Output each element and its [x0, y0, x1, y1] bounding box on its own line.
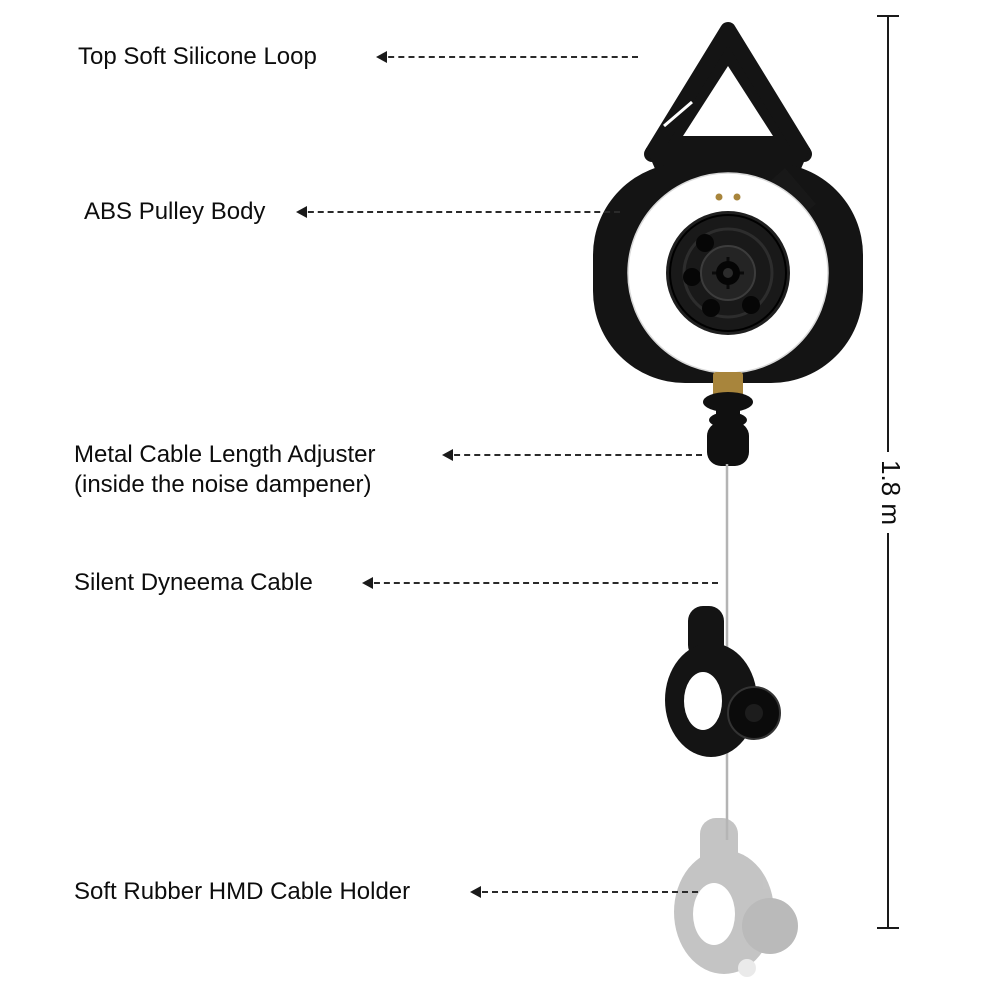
holder-knob-ghost	[742, 898, 798, 954]
cable-adjuster-assembly	[703, 372, 753, 466]
pulley-body	[593, 163, 863, 383]
hmd-cable-holder-ghost	[674, 818, 798, 977]
brass-screw	[733, 193, 741, 201]
hmd-cable-holder	[665, 606, 781, 757]
pulley-hub	[669, 193, 787, 332]
metal-adjuster	[713, 372, 743, 396]
label-line-2: (inside the noise dampener)	[74, 471, 372, 498]
leader-metal-cable-length-adjuster	[442, 449, 702, 461]
brass-screw	[715, 193, 723, 201]
label-soft-rubber-hmd-cable-holder: Soft Rubber HMD Cable Holder	[74, 878, 411, 905]
leader-abs-pulley-body	[296, 206, 620, 218]
noise-dampener	[703, 392, 753, 466]
label-line-1: Metal Cable Length Adjuster	[74, 441, 376, 468]
dimension-cap-bottom	[877, 927, 899, 929]
label-metal-cable-length-adjuster: Metal Cable Length Adjuster (inside the …	[74, 440, 376, 500]
leader-soft-rubber-hmd-cable-holder	[470, 886, 698, 898]
dimension-label: 1.8 m	[872, 452, 909, 534]
dimension-cap-top	[877, 15, 899, 17]
leader-top-soft-silicone-loop	[376, 51, 638, 63]
leader-silent-dyneema-cable	[362, 577, 718, 589]
label-top-soft-silicone-loop: Top Soft Silicone Loop	[78, 43, 317, 70]
label-silent-dyneema-cable: Silent Dyneema Cable	[74, 569, 313, 596]
label-abs-pulley-body: ABS Pulley Body	[84, 198, 266, 225]
